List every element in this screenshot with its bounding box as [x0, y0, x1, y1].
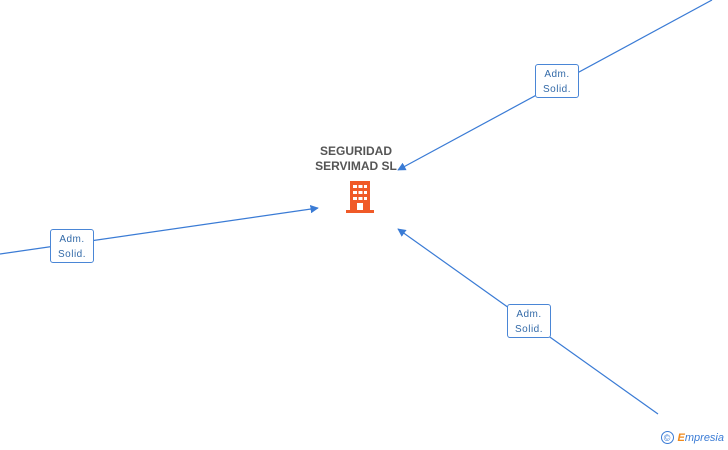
company-name-line2: SERVIMAD SL — [315, 159, 397, 173]
company-name-line1: SEGURIDAD — [319, 144, 392, 158]
relation-type: Solid. — [57, 249, 86, 260]
building-icon[interactable] — [344, 179, 376, 215]
relation-label-left[interactable]: Adm. Solid. — [50, 229, 94, 263]
company-name[interactable]: SEGURIDAD SERVIMAD SL — [300, 144, 412, 174]
relation-role: Adm. — [544, 69, 570, 80]
edge-left — [0, 204, 319, 255]
brand-logo[interactable]: Empresia — [677, 431, 724, 444]
relation-role: Adm. — [516, 309, 542, 320]
relation-role: Adm. — [59, 234, 85, 245]
relation-type: Solid. — [514, 324, 543, 335]
relation-label-bottom-right[interactable]: Adm. Solid. — [507, 304, 551, 338]
footer-brand: © Empresia — [660, 431, 724, 444]
relation-label-top-right[interactable]: Adm. Solid. — [535, 64, 579, 98]
relation-type: Solid. — [542, 84, 571, 95]
copyright-icon: © — [660, 431, 674, 444]
